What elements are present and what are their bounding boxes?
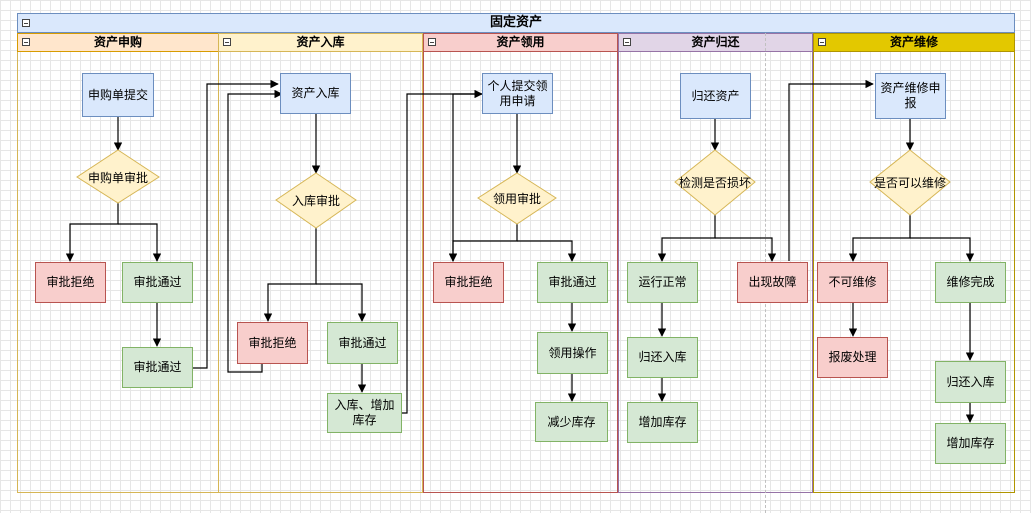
return-check-diamond (674, 149, 756, 216)
pool-title: 固定资产 (489, 15, 542, 30)
use-review-diamond (477, 172, 557, 225)
lane-repair-header: 资产维修 (813, 33, 1015, 52)
repair-check-label[interactable]: 是否可以维修 (873, 175, 946, 190)
use-operate-node[interactable]: 领用操作 (537, 332, 608, 374)
collapse-icon[interactable] (223, 38, 231, 46)
repair-done-node[interactable]: 维修完成 (935, 262, 1006, 303)
return-asset-node[interactable]: 归还资产 (680, 73, 751, 119)
pool-header: 固定资产 (17, 13, 1015, 33)
lane-return-header: 资产归还 (618, 33, 813, 52)
return-check-label[interactable]: 检测是否损坏 (678, 175, 751, 190)
collapse-icon[interactable] (428, 38, 436, 46)
purchase-reject-node[interactable]: 审批拒绝 (35, 262, 106, 303)
stock-reject-node[interactable]: 审批拒绝 (237, 322, 308, 364)
lane-title: 资产申购 (93, 35, 142, 49)
collapse-icon[interactable] (22, 38, 30, 46)
use-reject-node[interactable]: 审批拒绝 (433, 262, 504, 303)
purchase-submit-node[interactable]: 申购单提交 (82, 73, 154, 117)
stock-review-label[interactable]: 入库审批 (291, 193, 340, 208)
lane-title: 资产维修 (889, 35, 938, 49)
repair-add-node[interactable]: 增加库存 (935, 423, 1006, 464)
lane-purchase-header: 资产申购 (17, 33, 219, 52)
stock-pass-node[interactable]: 审批通过 (327, 322, 398, 364)
repair-no-node[interactable]: 不可维修 (817, 262, 888, 303)
repair-check-diamond (869, 149, 951, 216)
lane-title: 资产入库 (296, 35, 345, 49)
purchase-pass-node[interactable]: 审批通过 (122, 262, 193, 303)
repair-stock-node[interactable]: 归还入库 (935, 361, 1006, 403)
purchase-review-diamond (76, 149, 160, 204)
lane-title: 资产领用 (496, 35, 545, 49)
return-ok-node[interactable]: 运行正常 (627, 262, 698, 303)
use-apply-node[interactable]: 个人提交领用申请 (482, 73, 553, 114)
return-stock-node[interactable]: 归还入库 (627, 337, 698, 378)
return-add-node[interactable]: 增加库存 (627, 402, 698, 443)
use-reduce-node[interactable]: 减少库存 (535, 402, 608, 442)
lane-use-header: 资产领用 (423, 33, 618, 52)
use-pass-node[interactable]: 审批通过 (537, 262, 608, 303)
repair-scrap-node[interactable]: 报废处理 (817, 337, 888, 378)
stock-add-node[interactable]: 入库、增加库存 (327, 393, 402, 433)
stock-in-node[interactable]: 资产入库 (280, 73, 351, 114)
collapse-icon[interactable] (818, 38, 826, 46)
lane-stock-header: 资产入库 (218, 33, 423, 52)
repair-apply-node[interactable]: 资产维修申报 (875, 73, 946, 119)
lane-title: 资产归还 (691, 35, 740, 49)
collapse-icon[interactable] (623, 38, 631, 46)
stock-review-diamond (275, 172, 357, 229)
purchase-review-label[interactable]: 申购单审批 (87, 170, 148, 185)
purchase-pass2-node[interactable]: 审批通过 (122, 347, 193, 388)
use-review-label[interactable]: 领用审批 (492, 191, 541, 206)
return-fault-node[interactable]: 出现故障 (737, 262, 808, 303)
collapse-icon[interactable] (22, 19, 30, 27)
